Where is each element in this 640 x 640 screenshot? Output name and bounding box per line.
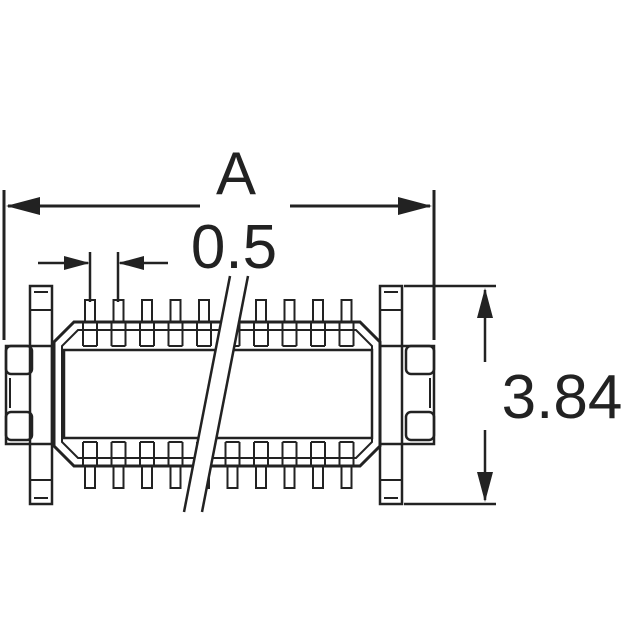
bottom-pin [167,441,184,489]
top-pin [82,299,98,347]
bottom-pin [82,441,98,489]
pitch-arrow-left [64,256,90,270]
left-bracket [4,284,54,506]
dimension-height: 3.84 [404,284,623,506]
dimension-height-label: 3.84 [502,363,623,432]
housing-inner-outline [61,329,373,459]
top-pin [139,299,155,347]
dimension-a-label: A [216,140,256,207]
height-arrow-bottom [477,472,493,502]
bottom-pin [338,441,355,489]
dimension-pitch: 0.5 [38,213,277,302]
connector-body [4,275,436,513]
top-pin [281,299,298,347]
top-pin [338,299,355,347]
bottom-pin [224,441,241,489]
top-pin [310,299,326,347]
pitch-arrow-right [118,256,144,270]
top-pin [253,299,269,347]
bottom-pin [281,441,298,489]
arrowhead-right [398,197,432,215]
dimension-a: A [2,140,436,340]
bottom-pin [110,441,127,489]
right-bracket [378,284,436,506]
break-lines [182,275,250,513]
housing-outline [52,320,382,468]
top-pin [196,299,212,347]
bottom-pin [139,441,155,489]
dimension-pitch-label: 0.5 [191,213,277,282]
bottom-pin [253,441,269,489]
top-pin [167,299,184,347]
bottom-pin [310,441,326,489]
top-pin [110,299,127,347]
top-pin-row [82,299,355,347]
arrowhead-left [6,197,40,215]
height-arrow-top [477,288,493,318]
